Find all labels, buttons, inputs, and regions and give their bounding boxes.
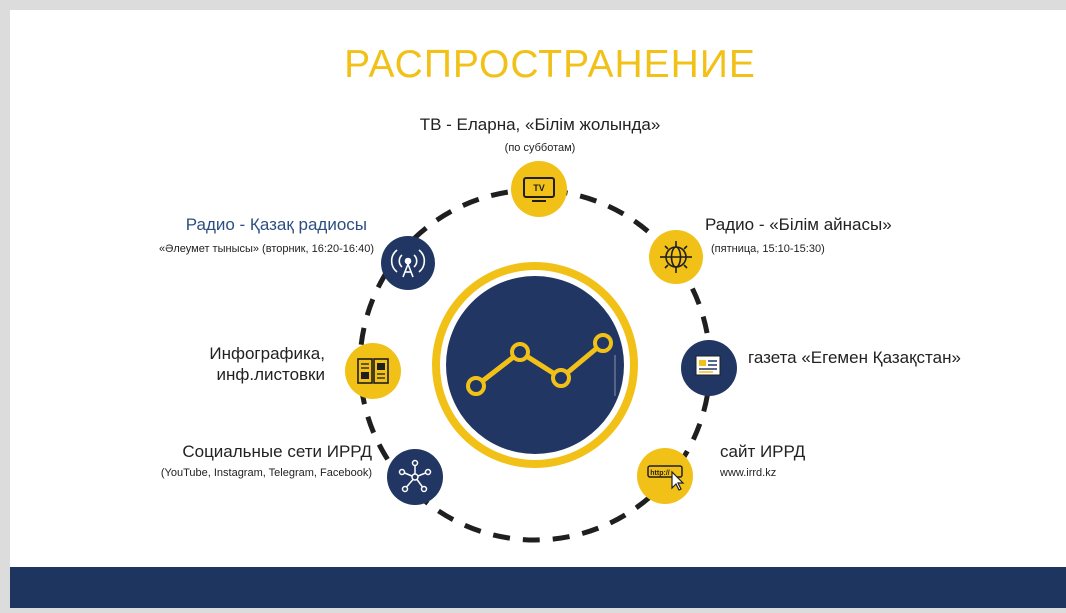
label-radio-kazakh: Радио - Қазақ радиосы xyxy=(185,215,367,234)
label-site: сайт ИРРД xyxy=(720,442,806,461)
newspaper-icon xyxy=(695,355,721,376)
node-social xyxy=(387,449,443,505)
label-tv: ТВ - Еларна, «Білім жолында» xyxy=(419,115,661,134)
label-infographic-line2: инф.листовки xyxy=(216,365,325,384)
label-gazeta: газета «Егемен Қазақстан» xyxy=(748,348,961,367)
slide: РАСПРОСТРАНЕНИЕ TV xyxy=(10,10,1066,608)
slide-title: РАСПРОСТРАНЕНИЕ xyxy=(344,43,756,86)
sub-tv: (по субботам) xyxy=(504,142,576,154)
svg-text:http://: http:// xyxy=(650,470,669,477)
sub-site: www.irrd.kz xyxy=(720,467,777,479)
globe-network-icon xyxy=(660,241,692,273)
center-hub xyxy=(432,262,638,468)
web-cursor-icon: http:// xyxy=(647,465,685,491)
node-infographic xyxy=(345,343,401,399)
share-network-icon xyxy=(398,459,432,493)
svg-text:TV: TV xyxy=(533,183,545,193)
radio-tower-icon xyxy=(390,249,426,278)
label-social: Социальные сети ИРРД xyxy=(182,442,372,461)
node-radio-bilim xyxy=(649,230,703,284)
sub-radio-bilim: (пятница, 15:10-15:30) xyxy=(711,243,825,255)
footer-bar xyxy=(10,567,1066,608)
sub-radio-kazakh: «Әлеумет тынысы» (вторник, 16:20-16:40) xyxy=(158,243,374,255)
distribution-diagram: TV xyxy=(345,161,737,543)
label-infographic-line1: Инфографика, xyxy=(209,344,325,363)
sub-social: (YouTube, Instagram, Telegram, Facebook) xyxy=(160,467,372,479)
node-tv: TV xyxy=(511,161,567,217)
brochure-icon xyxy=(357,358,389,384)
label-radio-bilim: Радио - «Білім айнасы» xyxy=(705,215,892,234)
node-site: http:// xyxy=(637,448,693,504)
tv-icon: TV xyxy=(523,177,555,202)
node-radio-kazakh xyxy=(381,236,435,290)
line-chart-icon xyxy=(466,333,616,396)
node-gazeta xyxy=(681,340,737,396)
